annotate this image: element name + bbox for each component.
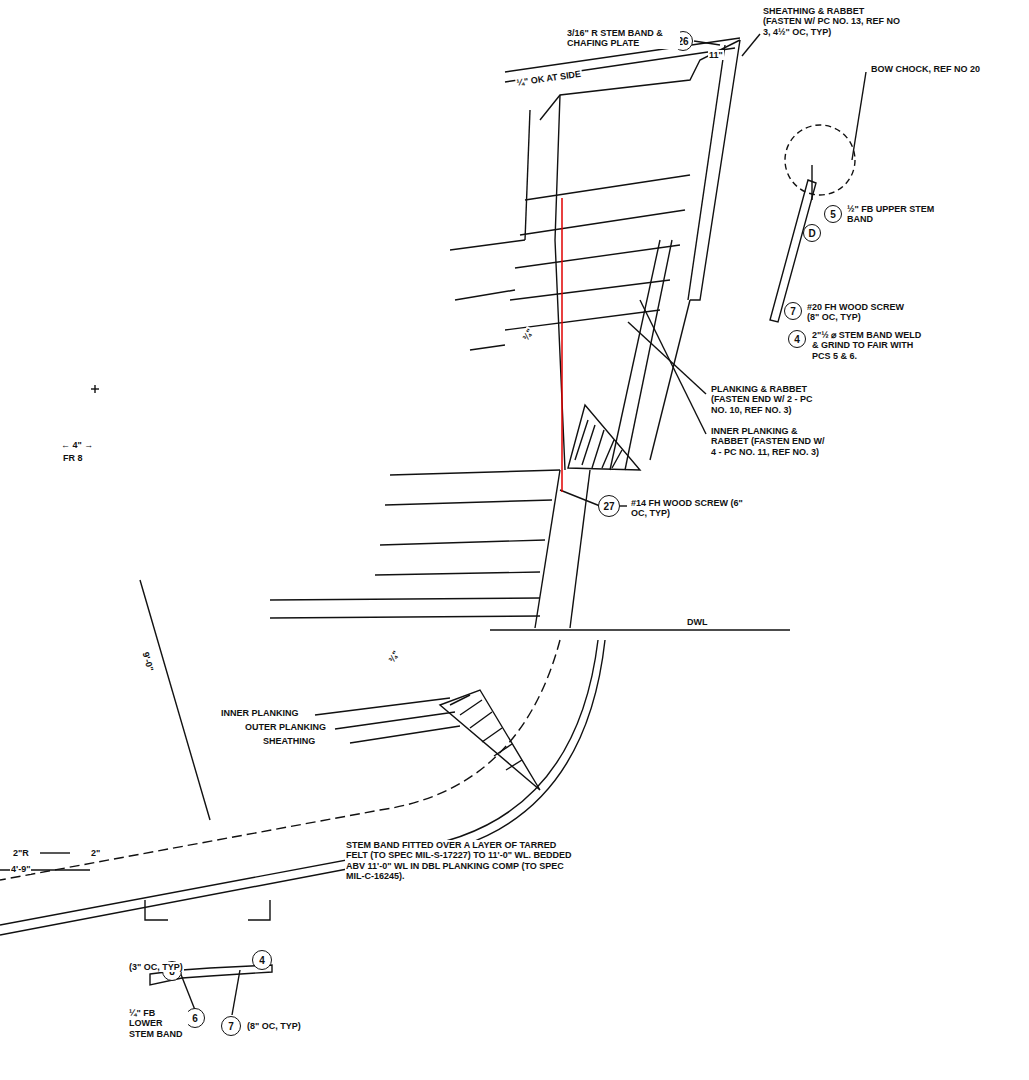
drawing-note: (3" OC, TYP) (128, 962, 184, 972)
callout-number: D (808, 228, 815, 239)
drawing-note: ¾" (520, 326, 536, 343)
drawing-note: BOW CHOCK, REF NO 20 (870, 64, 981, 74)
drawing-note: SHEATHING (262, 736, 316, 746)
drawing-note: (8" OC, TYP) (246, 1021, 302, 1031)
callout-circle: 7 (221, 1016, 241, 1036)
drawing-note: 2"½ ⌀ STEM BAND WELD & GRIND TO FAIR WIT… (811, 330, 931, 361)
drawing-note: FR 8 (62, 453, 84, 463)
drawing-note: OUTER PLANKING (244, 722, 327, 732)
drawing-note: 2"R (12, 848, 30, 858)
drawing-note: ¼" OK AT SIDE (515, 69, 583, 89)
callout-number: 7 (790, 306, 796, 317)
drawing-note: PLANKING & RABBET (FASTEN END W/ 2 - PC … (710, 384, 824, 415)
drawing-note: INNER PLANKING (220, 708, 300, 718)
drawing-note: #20 FH WOOD SCREW (8" OC, TYP) (806, 302, 913, 323)
drawing-note: 2" (90, 848, 101, 858)
drawing-note: 3/16" R STEM BAND & CHAFING PLATE (566, 28, 680, 49)
callout-circle: 4 (788, 330, 806, 348)
callout-number: 4 (794, 334, 800, 345)
callout-circle: 4 (252, 950, 272, 970)
drawing-note: INNER PLANKING & RABBET (FASTEN END W/ 4… (710, 426, 830, 457)
callout-circle: 27 (598, 495, 620, 517)
drawing-note: ¾" (386, 648, 402, 665)
drawing-note: 9'-0" (140, 650, 156, 673)
drawing-note: STEM BAND FITTED OVER A LAYER OF TARRED … (345, 840, 579, 881)
drawing-note: #14 FH WOOD SCREW (6" OC, TYP) (630, 498, 744, 519)
drawing-note: 4'-9" (10, 864, 31, 874)
drawing-note: DWL (686, 617, 709, 627)
callout-number: 4 (259, 955, 265, 966)
callout-circle: 5 (824, 205, 842, 223)
callout-number: 27 (603, 501, 614, 512)
callout-circle: 7 (784, 302, 802, 320)
drawing-note: ← 4" → (60, 440, 94, 450)
drawing-note: ¼" FB LOWER STEM BAND (128, 1008, 188, 1039)
callout-number: 7 (228, 1021, 234, 1032)
callout-number: 6 (192, 1013, 198, 1024)
drawing-note: 11" (708, 50, 724, 60)
drawing-note: ½" FB UPPER STEM BAND (846, 204, 943, 225)
callout-number: 5 (830, 209, 836, 220)
callout-circle: D (803, 224, 821, 242)
callout-circle: 6 (185, 1008, 205, 1028)
drawing-note: SHEATHING & RABBET (FASTEN W/ PC NO. 13,… (762, 6, 904, 37)
